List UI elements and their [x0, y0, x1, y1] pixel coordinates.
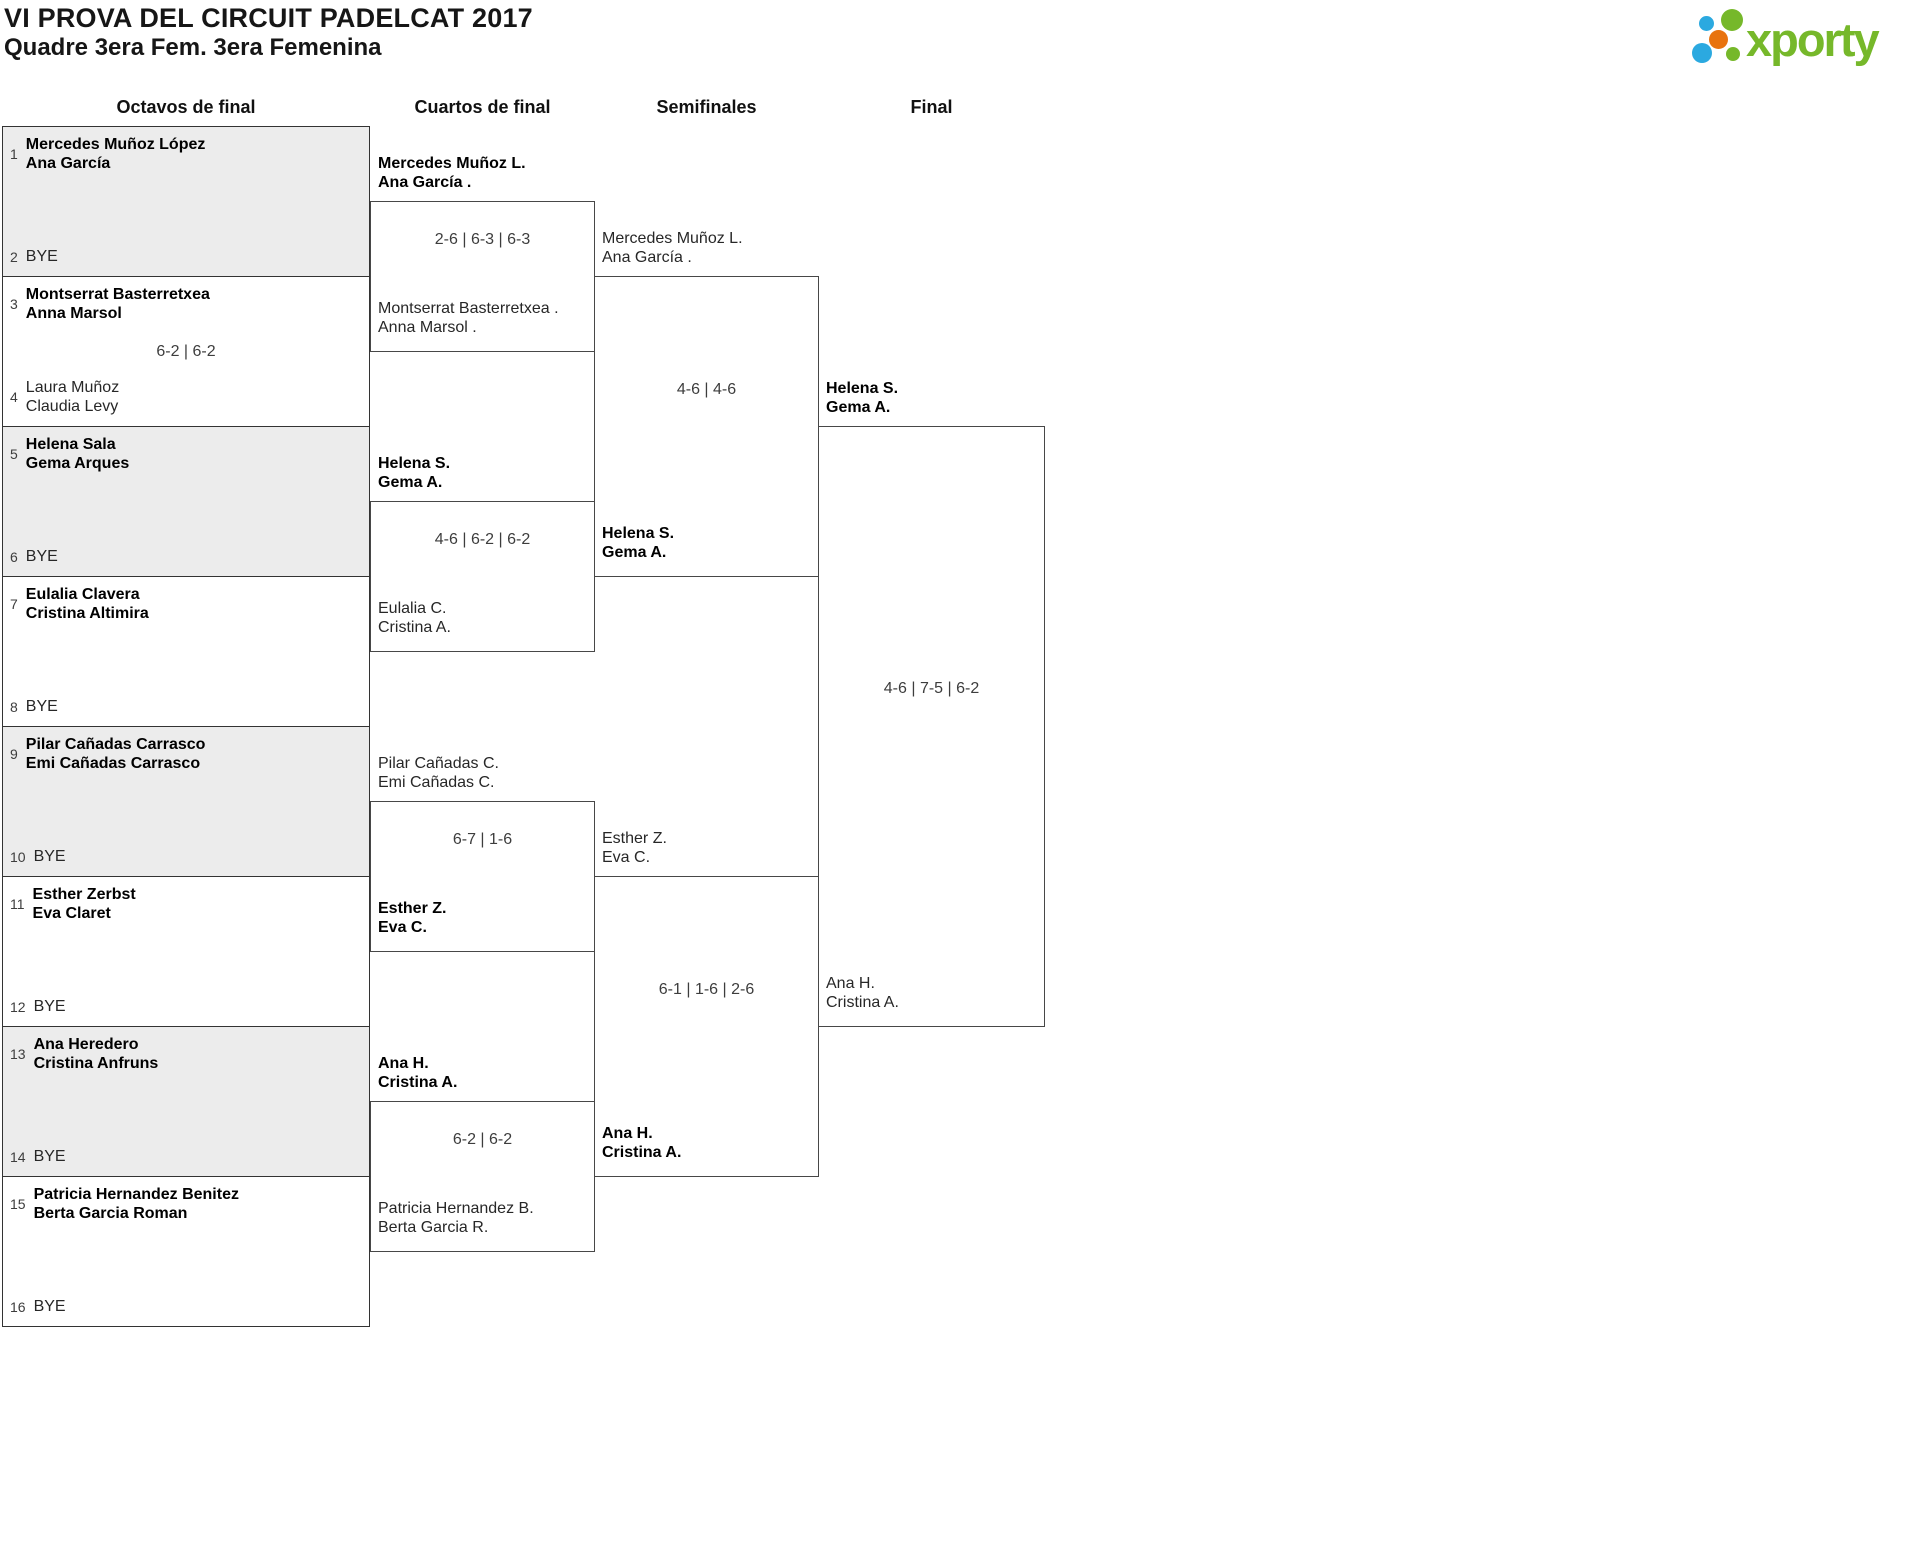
bracket-slot: 10 BYE	[3, 847, 369, 866]
qf-match-2: Helena S.Gema A. 4-6 | 6-2 | 6-2 Eulalia…	[370, 455, 595, 652]
bracket-slot: 8 BYE	[3, 697, 369, 716]
round-header-cuartos: Cuartos de final	[414, 97, 551, 117]
seed-number: 6	[10, 548, 18, 565]
seed-number: 15	[10, 1196, 26, 1212]
match-score: 2-6 | 6-3 | 6-3	[434, 231, 531, 248]
seed-number: 11	[10, 896, 25, 912]
qf-match-1: Mercedes Muñoz L.Ana García . 2-6 | 6-3 …	[370, 155, 595, 352]
team-pair: Montserrat Basterretxea .Anna Marsol .	[378, 300, 559, 336]
team-pair: BYE	[25, 698, 58, 715]
match-score: 6-1 | 1-6 | 2-6	[658, 981, 755, 998]
seed-number: 10	[10, 848, 26, 865]
final-match: Helena S.Gema A. 4-6 | 7-5 | 6-2 Ana H.C…	[818, 380, 1045, 1027]
bracket-slot: 16 BYE	[3, 1297, 369, 1316]
logo-dot-icon	[1699, 16, 1714, 31]
sf-match-2: Esther Z.Eva C. 6-1 | 1-6 | 2-6 Ana H.Cr…	[594, 830, 819, 1177]
team-pair: Mercedes Muñoz L.Ana García .	[378, 155, 526, 191]
match-score: 4-6 | 6-2 | 6-2	[434, 531, 531, 548]
logo-dot-icon	[1726, 47, 1740, 61]
team-pair: Helena S.Gema A.	[826, 380, 899, 416]
match-score: 6-2 | 6-2	[452, 1131, 513, 1148]
seed-number: 12	[10, 998, 26, 1015]
team-pair: Ana H.Cristina A.	[826, 975, 899, 1011]
team-pair: Helena S.Gema A.	[602, 525, 675, 561]
seed-number: 7	[10, 596, 18, 612]
team-pair: BYE	[33, 998, 66, 1015]
team-pair: Ana H.Cristina A.	[602, 1125, 682, 1161]
team-pair: BYE	[33, 848, 66, 865]
bracket-slot: 12 BYE	[3, 997, 369, 1016]
logo-dot-icon	[1709, 30, 1728, 49]
seed-number: 4	[10, 389, 18, 405]
page-subtitle: Quadre 3era Fem. 3era Femenina	[4, 34, 382, 61]
team-pair: Helena S.Gema A.	[378, 455, 451, 491]
seed-number: 2	[10, 248, 18, 265]
team-pair: Patricia Hernandez B.Berta Garcia R.	[378, 1200, 534, 1236]
match-score: 6-2 | 6-2	[156, 342, 216, 360]
sf-match-1: Mercedes Muñoz L.Ana García . 4-6 | 4-6 …	[594, 230, 819, 577]
team-pair: Eulalia C.Cristina A.	[378, 600, 451, 636]
team-pair: BYE	[33, 1148, 66, 1165]
seed-number: 1	[10, 146, 18, 162]
bracket-slot: 14 BYE	[3, 1147, 369, 1166]
round-header-semifinales: Semifinales	[656, 97, 757, 117]
qf-match-4: Ana H.Cristina A. 6-2 | 6-2 Patricia Her…	[370, 1055, 595, 1252]
team-pair: Esther Z.Eva C.	[378, 900, 447, 936]
seed-number: 3	[10, 296, 18, 312]
bracket-slot: 2 BYE	[3, 247, 369, 266]
logo-dot-icon	[1692, 43, 1712, 63]
team-pair: BYE	[25, 248, 58, 265]
seed-number: 16	[10, 1298, 26, 1315]
seed-number: 5	[10, 446, 18, 462]
match-score: 4-6 | 4-6	[676, 381, 737, 398]
match-score: 4-6 | 7-5 | 6-2	[883, 680, 980, 697]
team-pair: BYE	[25, 548, 58, 565]
team-pair: Ana H.Cristina A.	[378, 1055, 458, 1091]
qf-match-3: Pilar Cañadas C.Emi Cañadas C. 6-7 | 1-6…	[370, 755, 595, 952]
seed-number: 8	[10, 698, 18, 715]
team-pair: Mercedes Muñoz L.Ana García .	[602, 230, 743, 266]
match-score: 6-7 | 1-6	[452, 831, 513, 848]
seed-number: 14	[10, 1148, 26, 1165]
page-title: VI PROVA DEL CIRCUIT PADELCAT 2017	[4, 3, 533, 33]
team-pair: BYE	[33, 1298, 66, 1315]
seed-number: 9	[10, 746, 18, 762]
team-pair: Pilar Cañadas C.Emi Cañadas C.	[378, 755, 499, 791]
round-header-final: Final	[910, 97, 953, 117]
bracket-slot: 6 BYE	[3, 547, 369, 566]
logo-dot-icon	[1721, 9, 1743, 31]
logo-wordmark: xporty	[1746, 13, 1880, 66]
round-header-octavos: Octavos de final	[116, 97, 256, 117]
seed-number: 13	[10, 1046, 26, 1062]
team-pair: Esther Z.Eva C.	[602, 830, 667, 866]
